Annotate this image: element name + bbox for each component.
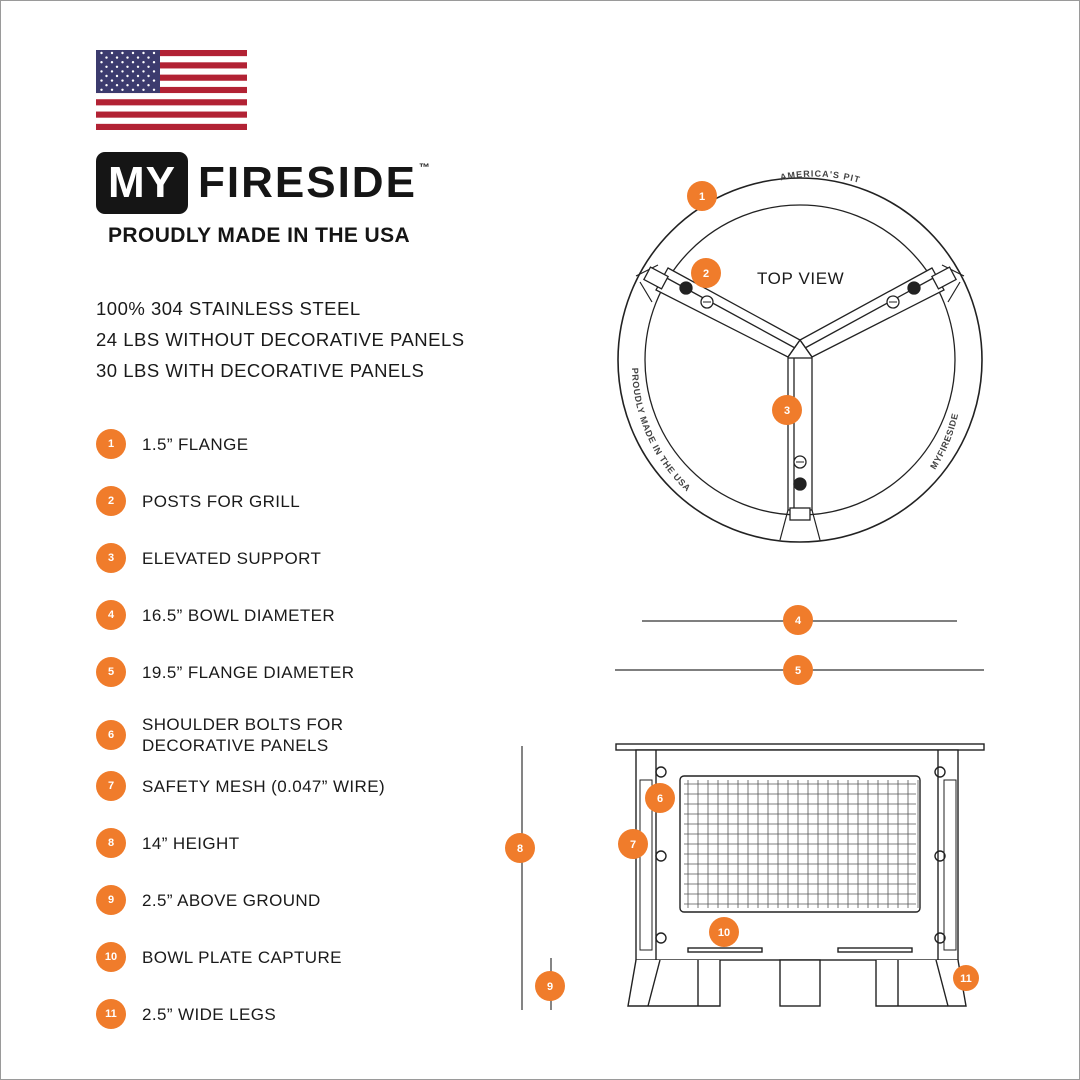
callout-1: 1 bbox=[687, 181, 717, 211]
legend-label: 16.5” BOWL DIAMETER bbox=[142, 605, 336, 625]
bowl-plate-capture-right bbox=[837, 947, 913, 953]
ring-text-right: MYFIRESIDE bbox=[928, 412, 960, 471]
legend-label: POSTS FOR GRILL bbox=[142, 491, 301, 511]
legend-label: SHOULDER BOLTS FOR DECORATIVE PANELS bbox=[142, 714, 343, 756]
legend-label: 19.5” FLANGE DIAMETER bbox=[142, 662, 355, 682]
legend-item-height: 8 14” HEIGHT bbox=[96, 828, 240, 858]
support-arm-bottom bbox=[787, 357, 813, 521]
legend-label: 2.5” WIDE LEGS bbox=[142, 1004, 277, 1024]
legend-badge: 5 bbox=[96, 657, 126, 687]
legend-label-line-1: SHOULDER BOLTS FOR bbox=[142, 715, 344, 734]
legend-badge: 8 bbox=[96, 828, 126, 858]
callout-badges: 1 2 3 4 5 6 7 8 9 10 11 bbox=[505, 181, 979, 1001]
safety-mesh-frame bbox=[679, 775, 921, 913]
shoulder-bolt bbox=[934, 850, 946, 862]
safety-mesh bbox=[684, 780, 919, 908]
legend-item-shoulder-bolts: 6 SHOULDER BOLTS FOR DECORATIVE PANELS bbox=[96, 714, 343, 756]
legend-badge: 6 bbox=[96, 720, 126, 750]
legend-label: 14” HEIGHT bbox=[142, 833, 240, 853]
legend-item-elevated-support: 3 ELEVATED SUPPORT bbox=[96, 543, 321, 573]
svg-text:3: 3 bbox=[784, 405, 790, 417]
side-flange bbox=[615, 743, 985, 751]
callout-9: 9 bbox=[535, 971, 565, 1001]
legend-badge: 1 bbox=[96, 429, 126, 459]
legend-label-line-2: DECORATIVE PANELS bbox=[142, 736, 329, 755]
callout-10: 10 bbox=[709, 917, 739, 947]
svg-text:6: 6 bbox=[657, 793, 663, 805]
legend-badge: 2 bbox=[96, 486, 126, 516]
svg-text:9: 9 bbox=[547, 981, 553, 993]
leg-right bbox=[875, 959, 967, 1007]
side-view bbox=[615, 743, 985, 1007]
shoulder-bolt bbox=[934, 932, 946, 944]
leg-left bbox=[627, 959, 721, 1007]
svg-text:11: 11 bbox=[960, 973, 972, 985]
legend-badge: 7 bbox=[96, 771, 126, 801]
side-body bbox=[635, 749, 959, 961]
legend-item-bowl-plate-capture: 10 BOWL PLATE CAPTURE bbox=[96, 942, 342, 972]
legend-label: 2.5” ABOVE GROUND bbox=[142, 890, 321, 910]
shoulder-bolt bbox=[655, 932, 667, 944]
legend-label: SAFETY MESH (0.047” WIRE) bbox=[142, 776, 386, 796]
ring-text-top: AMERICA'S PIT bbox=[779, 169, 862, 185]
callout-6: 6 bbox=[645, 783, 675, 813]
callout-2: 2 bbox=[691, 258, 721, 288]
legend-item-grill-posts: 2 POSTS FOR GRILL bbox=[96, 486, 300, 516]
legend-label: ELEVATED SUPPORT bbox=[142, 548, 322, 568]
legend-item-flange-diameter: 5 19.5” FLANGE DIAMETER bbox=[96, 657, 354, 687]
top-view-title: TOP VIEW bbox=[757, 269, 844, 288]
svg-text:10: 10 bbox=[718, 927, 730, 939]
spec-list: 100% 304 STAINLESS STEEL 24 LBS WITHOUT … bbox=[96, 293, 465, 386]
shoulder-bolt bbox=[655, 850, 667, 862]
legend-badge: 9 bbox=[96, 885, 126, 915]
svg-text:2: 2 bbox=[703, 268, 709, 280]
tagline: PROUDLY MADE IN THE USA bbox=[108, 224, 411, 247]
svg-text:7: 7 bbox=[630, 839, 636, 851]
myfireside-logo: MY FIRESIDE ™ bbox=[96, 152, 430, 214]
legend-item-bowl-diameter: 4 16.5” BOWL DIAMETER bbox=[96, 600, 335, 630]
svg-text:4: 4 bbox=[795, 615, 802, 627]
callout-5: 5 bbox=[783, 655, 813, 685]
svg-text:5: 5 bbox=[795, 665, 801, 677]
legend-item-safety-mesh: 7 SAFETY MESH (0.047” WIRE) bbox=[96, 771, 385, 801]
legend-item-flange: 1 1.5” FLANGE bbox=[96, 429, 248, 459]
callout-11: 11 bbox=[953, 965, 979, 991]
legend-badge: 4 bbox=[96, 600, 126, 630]
leg-center bbox=[779, 959, 821, 1007]
logo-fireside: FIRESIDE bbox=[198, 158, 417, 207]
support-arm-right bbox=[799, 266, 957, 358]
outer-flange-ring bbox=[617, 177, 983, 543]
shoulder-bolt bbox=[655, 766, 667, 778]
legend-item-above-ground: 9 2.5” ABOVE GROUND bbox=[96, 885, 321, 915]
callout-8: 8 bbox=[505, 833, 535, 863]
logo-my: MY bbox=[96, 152, 188, 214]
legend-badge: 11 bbox=[96, 999, 126, 1029]
logo-trademark: ™ bbox=[418, 162, 430, 174]
legend-badge: 10 bbox=[96, 942, 126, 972]
legend-item-wide-legs: 11 2.5” WIDE LEGS bbox=[96, 999, 276, 1029]
shoulder-bolt bbox=[934, 766, 946, 778]
legend-label: 1.5” FLANGE bbox=[142, 434, 249, 454]
support-arm-left bbox=[643, 266, 801, 358]
top-view bbox=[617, 177, 983, 543]
svg-text:1: 1 bbox=[699, 191, 705, 203]
spec-weight-without-panels: 24 LBS WITHOUT DECORATIVE PANELS bbox=[96, 329, 465, 350]
callout-7: 7 bbox=[618, 829, 648, 859]
callout-4: 4 bbox=[783, 605, 813, 635]
legend-badge: 3 bbox=[96, 543, 126, 573]
svg-text:8: 8 bbox=[517, 843, 523, 855]
spec-material: 100% 304 STAINLESS STEEL bbox=[96, 298, 361, 319]
callout-3: 3 bbox=[772, 395, 802, 425]
bowl-plate-capture-left bbox=[687, 947, 763, 953]
spec-weight-with-panels: 30 LBS WITH DECORATIVE PANELS bbox=[96, 360, 425, 381]
us-flag-icon bbox=[96, 50, 247, 130]
legend-label: BOWL PLATE CAPTURE bbox=[142, 947, 342, 967]
